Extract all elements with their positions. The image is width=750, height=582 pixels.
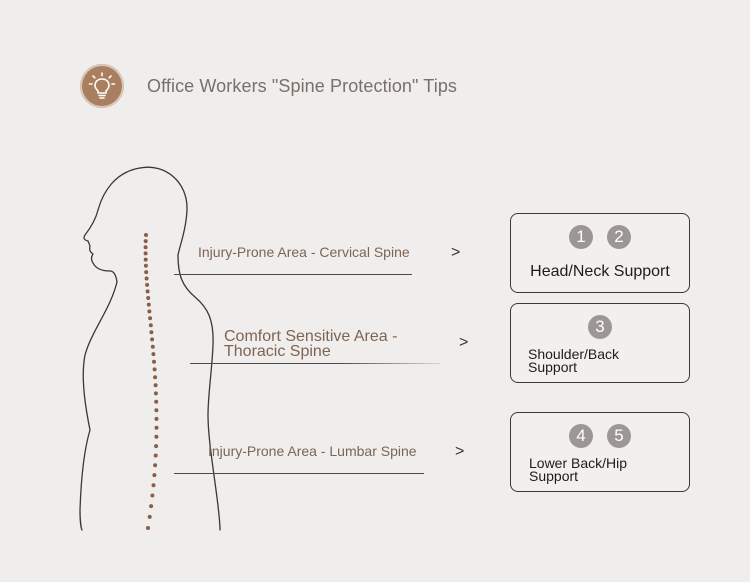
- spine-dot: [151, 483, 156, 488]
- header: Office Workers "Spine Protection" Tips: [80, 64, 457, 108]
- lightbulb-icon: [80, 64, 124, 108]
- spine-dot: [152, 359, 156, 364]
- card-lower-back-hip-support: 4 5 Lower Back/Hip Support: [510, 412, 690, 492]
- card-text: Shoulder/Back Support: [528, 346, 620, 375]
- arrow-thoracic: >: [459, 334, 469, 351]
- spine-dot: [149, 330, 154, 335]
- spine-dot: [146, 296, 151, 300]
- number-badge: 1: [569, 225, 593, 249]
- divider-line: [174, 274, 412, 275]
- number-badge: 2: [607, 225, 631, 249]
- spine-dot: [148, 323, 153, 328]
- card-shoulder-back-support: 3 Shoulder/Back Support: [510, 303, 690, 383]
- spine-dot: [143, 263, 148, 268]
- spine-dot: [150, 337, 155, 342]
- spine-dot: [147, 309, 152, 314]
- spine-dot: [145, 282, 150, 287]
- spine-dot: [144, 233, 148, 237]
- spine-dot: [143, 251, 148, 256]
- area-label-lumbar: Injury-Prone Area - Lumbar Spine: [208, 443, 417, 459]
- spine-dot: [151, 352, 156, 357]
- spine-dot: [143, 257, 148, 262]
- area-label-thoracic: Comfort Sensitive Area - Thoracic Spine: [224, 328, 398, 360]
- arrow-lumbar: >: [455, 443, 465, 460]
- card-head-neck-support: 1 2 Head/Neck Support: [510, 213, 690, 293]
- spine-dot: [143, 245, 148, 250]
- spine-dot: [152, 367, 157, 372]
- spine-dot: [150, 344, 155, 349]
- spine-dots: [143, 233, 159, 530]
- spine-dot: [148, 316, 153, 321]
- spine-dot: [143, 239, 148, 244]
- area-label-cervical: Injury-Prone Area - Cervical Spine: [198, 244, 410, 260]
- card-text: Lower Back/Hip Support: [529, 455, 628, 484]
- divider-line: [190, 363, 440, 364]
- spine-dot: [144, 270, 149, 275]
- spine-dot: [144, 276, 149, 281]
- divider-line: [174, 473, 424, 474]
- spine-dot: [154, 408, 159, 413]
- page-title: Office Workers "Spine Protection" Tips: [147, 75, 458, 96]
- spine-dot: [154, 416, 159, 421]
- spine-dot: [147, 514, 152, 519]
- spine-dot: [150, 493, 155, 498]
- spine-dot: [154, 399, 159, 404]
- number-badge: 4: [569, 424, 593, 448]
- card-text: Head/Neck Support: [530, 263, 670, 280]
- human-figure-illustration: [79, 166, 221, 531]
- spine-dot: [153, 375, 158, 380]
- spine-dot: [154, 444, 159, 449]
- arrow-cervical: >: [451, 244, 461, 261]
- spine-dot: [154, 425, 159, 430]
- spine-dot: [153, 383, 158, 388]
- spine-dot: [145, 289, 150, 294]
- number-badge: 5: [607, 424, 631, 448]
- spine-dot: [154, 434, 159, 439]
- number-badge: 3: [588, 315, 612, 339]
- spine-dot: [146, 526, 150, 530]
- spine-dot: [146, 302, 151, 307]
- spine-dot: [149, 504, 154, 509]
- spine-dot: [153, 453, 158, 458]
- spine-dot: [153, 463, 158, 468]
- spine-dot: [153, 391, 158, 396]
- spine-dot: [152, 473, 157, 478]
